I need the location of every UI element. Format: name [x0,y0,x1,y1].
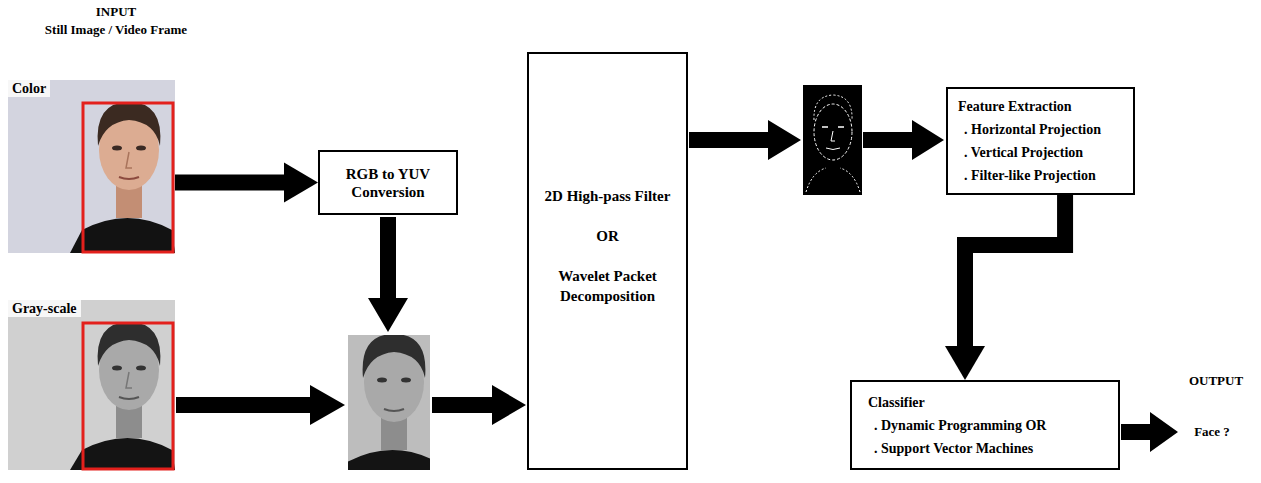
box-text: . Filter-like Projection [952,164,1129,187]
box-text: Classifier [862,391,1108,414]
input-photo: Color [8,80,175,253]
flow-arrow [175,163,318,203]
photo-label: Gray-scale [8,300,81,317]
classifier-box: Classifier. Dynamic Programming OR. Supp… [850,380,1120,470]
edge-background [803,85,862,195]
hair [98,322,161,366]
mouth [119,177,139,179]
detection-box [83,103,173,252]
mouth [384,409,404,411]
eye [377,378,387,383]
box-text: . Vertical Projection [952,141,1129,164]
edge-eyes [822,126,844,128]
flow-arrow [1121,412,1178,452]
box-text: Feature Extraction [952,95,1129,118]
flow-arrow [863,120,944,160]
edge-hair [814,95,852,120]
flow-arrow [432,385,526,425]
flow-arrow [176,385,345,425]
box-text: OR [529,226,686,246]
feature-box: Feature Extraction. Horizontal Projectio… [946,87,1135,195]
arrow-head [945,346,985,380]
eye [401,378,411,383]
flow-arrow [689,120,801,160]
box-text: RGB to YUV Conversion [320,165,456,201]
annotation-label: Face ? [1180,424,1244,440]
shirt [70,218,175,253]
eye [112,366,122,371]
arrow-shaft [965,195,1065,348]
hair [363,335,426,378]
gray-photo [8,300,175,470]
detection-box [83,323,173,469]
nose [126,152,132,168]
box-text: . Support Vector Machines [862,437,1108,460]
edge-outline [814,104,852,160]
photo-label: Color [8,80,50,97]
process-box: RGB to YUV Conversion [318,150,458,215]
annotation-label: OUTPUT [1176,373,1256,389]
mouth [119,397,139,399]
shirt [70,438,175,470]
eye [136,146,146,151]
photo-background [8,300,175,470]
input-photo: Gray-scale [8,300,175,470]
arrow-shaft [175,175,286,191]
photo-background [8,80,175,253]
box-text: 2D High-pass Filter [529,186,686,206]
annotation-label: Still Image / Video Frame [0,22,232,38]
edge-map [803,85,862,195]
box-text: . Horizontal Projection [952,118,1129,141]
hair [98,102,161,146]
edge-shoulders [806,168,860,192]
cropped-face [348,335,430,470]
box-text: Wavelet Packet Decomposition [529,266,686,306]
eye [112,146,122,151]
box-text: . Dynamic Programming OR [862,414,1108,437]
edge-mouth [826,148,840,150]
edge-nose [831,131,835,141]
eye [136,366,146,371]
flow-arrow [945,195,1065,380]
flow-arrow [368,217,408,332]
arrow-head [284,163,318,203]
photo-background [348,335,430,470]
color-photo [8,80,175,253]
nose [126,372,132,388]
shirt [348,450,430,470]
annotation-label: INPUT [0,4,232,20]
filter-box: 2D High-pass FilterOR Wavelet Packet Deco… [527,52,688,470]
